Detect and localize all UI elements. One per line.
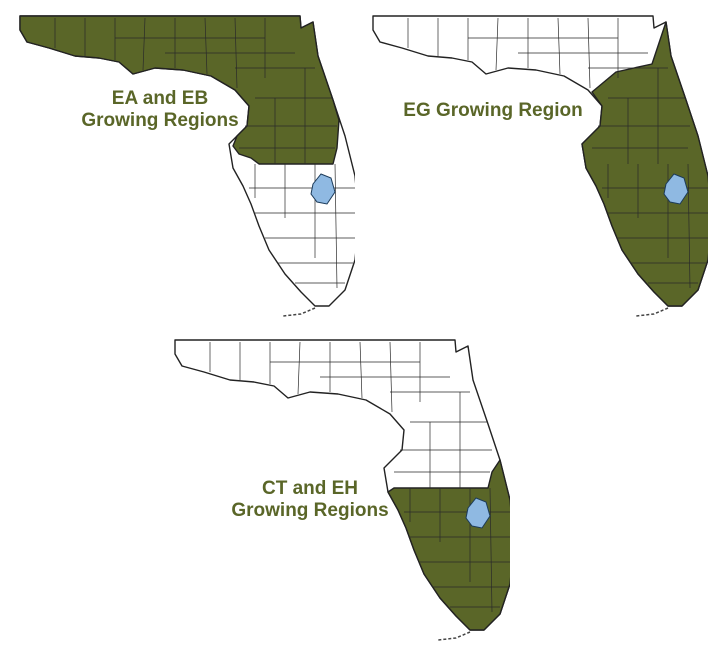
florida-map-svg [174, 339, 515, 641]
county-boundaries [209, 341, 512, 613]
label-ct-eh-line1: CT and EH [261, 478, 359, 499]
label-ea-eb-line1: EA and EB [111, 88, 209, 109]
lake-okeechobee [465, 497, 491, 529]
label-eg-line1: EG Growing Region [403, 100, 583, 121]
county-boundaries [407, 17, 710, 289]
florida-map-svg [19, 15, 360, 317]
county-boundaries [54, 17, 357, 289]
label-ea-eb: EA and EB Growing Regions [60, 88, 260, 133]
label-ct-eh-line2: Growing Regions [231, 500, 389, 522]
highlighted-region [581, 21, 713, 307]
label-ea-eb-line2: Growing Regions [81, 110, 239, 132]
map-ct-eh [170, 332, 515, 647]
lake-okeechobee [310, 173, 336, 205]
lake-okeechobee [663, 173, 689, 205]
map-ea-eb [15, 8, 360, 323]
label-ct-eh: CT and EH Growing Regions [210, 478, 410, 523]
florida-map-svg [372, 15, 713, 317]
map-eg [368, 8, 713, 323]
label-eg: EG Growing Region [378, 100, 608, 122]
